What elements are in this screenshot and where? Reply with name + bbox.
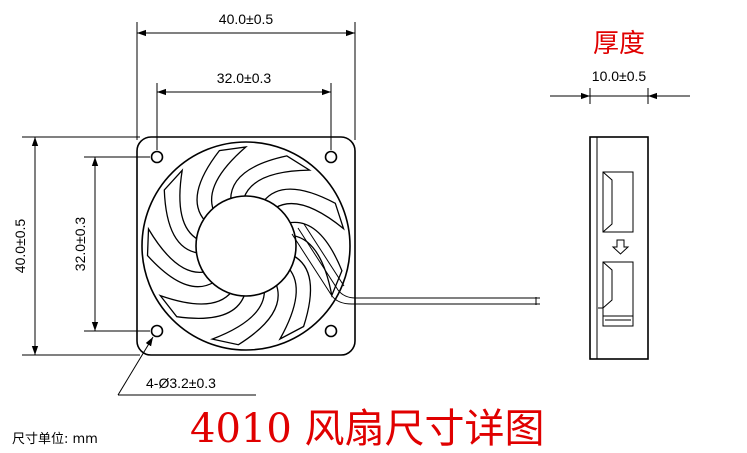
width-dim-label: 40.0±0.5 [219, 11, 274, 27]
airflow-arrow-icon [611, 239, 630, 255]
fan-blade [196, 146, 248, 222]
height-dim-label: 40.0±0.5 [12, 219, 28, 274]
mounting-hole-leader [117, 336, 154, 396]
fan-blades [146, 146, 345, 346]
fan-venturi [141, 141, 351, 351]
fan-lead-wires [291, 223, 540, 305]
fan-blade [210, 283, 279, 346]
fan-blade [158, 291, 246, 320]
fan-blade [230, 155, 312, 201]
thickness-heading: 厚度 [593, 29, 645, 59]
mounting-hole-label: 4-Ø3.2±0.3 [146, 375, 216, 391]
mounting-hole-bottom-left [150, 324, 164, 338]
hole-pitch-v-dim-label: 32.0±0.3 [72, 217, 88, 272]
fan-blade [288, 221, 343, 298]
mounting-hole-top-right [324, 150, 338, 164]
drawing-title: 4010 风扇尺寸详图 [190, 406, 545, 452]
fan-front-view [136, 136, 540, 356]
fan-side-view: 厚度 10.0±0.5 [550, 29, 690, 360]
thickness-dim-label: 10.0±0.5 [592, 68, 647, 84]
fan-blade [163, 168, 199, 254]
fan-hub [195, 195, 297, 297]
front-dimensions: 40.0±0.5 32.0±0.3 40.0±0.5 32.0±0.3 4-Ø3… [12, 11, 356, 396]
fan-blade [146, 226, 215, 288]
mounting-hole-bottom-right [324, 324, 338, 338]
hole-pitch-h-dim-label: 32.0±0.3 [217, 70, 272, 86]
fan-blade [278, 254, 312, 341]
fan-blade [263, 188, 345, 231]
side-frame [589, 136, 649, 360]
unit-note: 尺寸单位: mm [12, 432, 98, 447]
fan-frame [136, 136, 356, 356]
mounting-hole-top-left [150, 150, 164, 164]
